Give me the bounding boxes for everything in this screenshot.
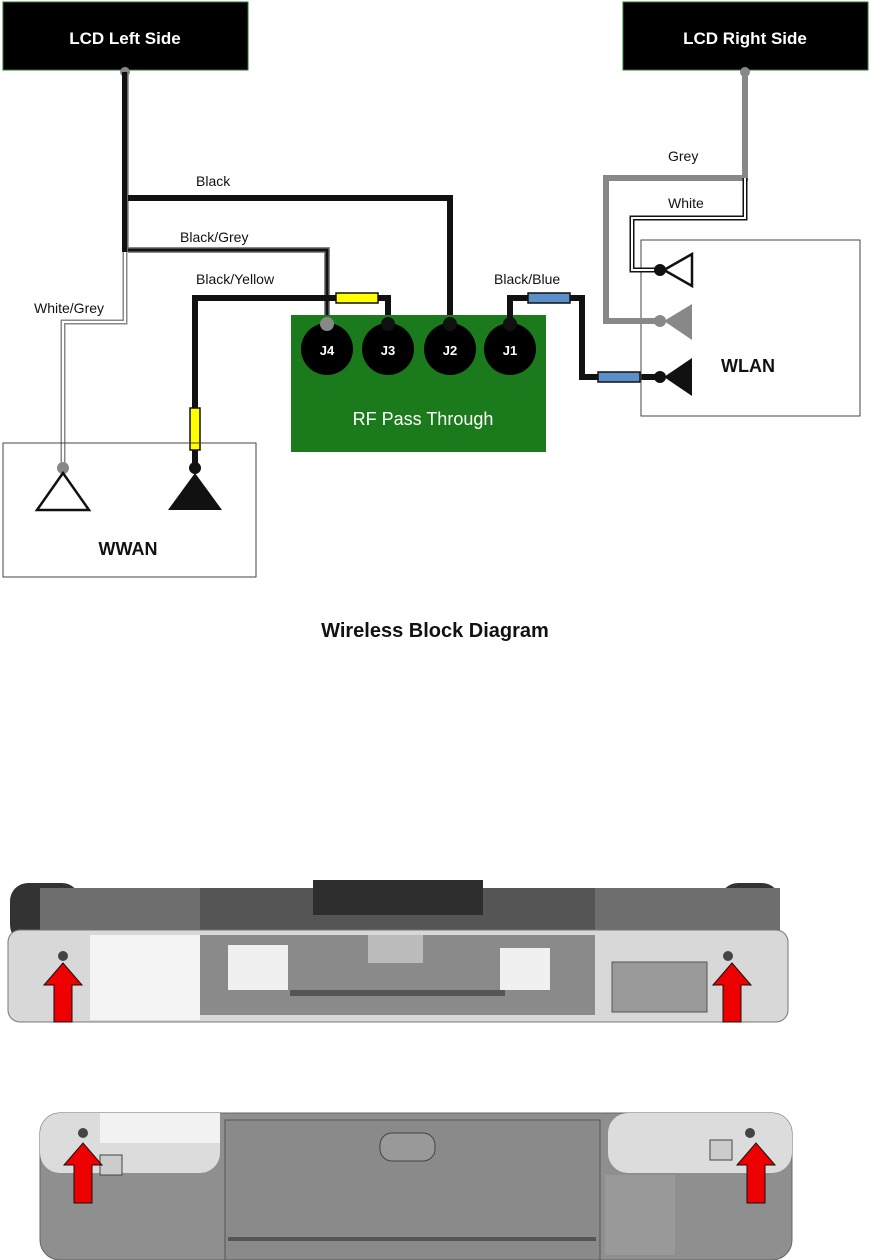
cable-black-blue-label: Black/Blue	[494, 271, 560, 287]
lcd-right-label: LCD Right Side	[683, 29, 807, 48]
wlan-antenna-black	[654, 358, 692, 396]
cable-black-grey-label: Black/Grey	[180, 229, 248, 245]
wwan-antenna-white	[37, 462, 89, 510]
connector-j4-label: J4	[320, 343, 335, 358]
cable-black-label: Black	[196, 173, 231, 189]
wlan-antenna-white	[654, 254, 692, 286]
blue-marker-wlan	[598, 372, 640, 382]
blue-marker-top	[528, 293, 570, 303]
cable-white-grey-core	[63, 252, 125, 468]
wlan-label: WLAN	[721, 356, 775, 376]
connector-j1-label: J1	[503, 343, 517, 358]
yellow-marker-wwan	[190, 408, 200, 450]
cable-black-yellow-label: Black/Yellow	[196, 271, 275, 287]
cable-white-label: White	[668, 195, 704, 211]
cable-white-grey	[63, 252, 125, 468]
wwan-label: WWAN	[99, 539, 158, 559]
lcd-left-label: LCD Left Side	[69, 29, 180, 48]
connector-j2-label: J2	[443, 343, 457, 358]
cable-grey-label: Grey	[668, 148, 698, 164]
cable-white-grey-label: White/Grey	[34, 300, 104, 316]
connector-j3-label: J3	[381, 343, 395, 358]
laptop-bottom-view	[40, 1113, 792, 1260]
diagram-title: Wireless Block Diagram	[0, 620, 870, 643]
cable-black	[128, 198, 450, 322]
wlan-antenna-grey	[654, 304, 692, 340]
rf-pass-through-label: RF Pass Through	[353, 409, 494, 429]
laptop-rear-view	[8, 880, 788, 1022]
yellow-marker-top	[336, 293, 378, 303]
wwan-antenna-black	[168, 462, 222, 510]
